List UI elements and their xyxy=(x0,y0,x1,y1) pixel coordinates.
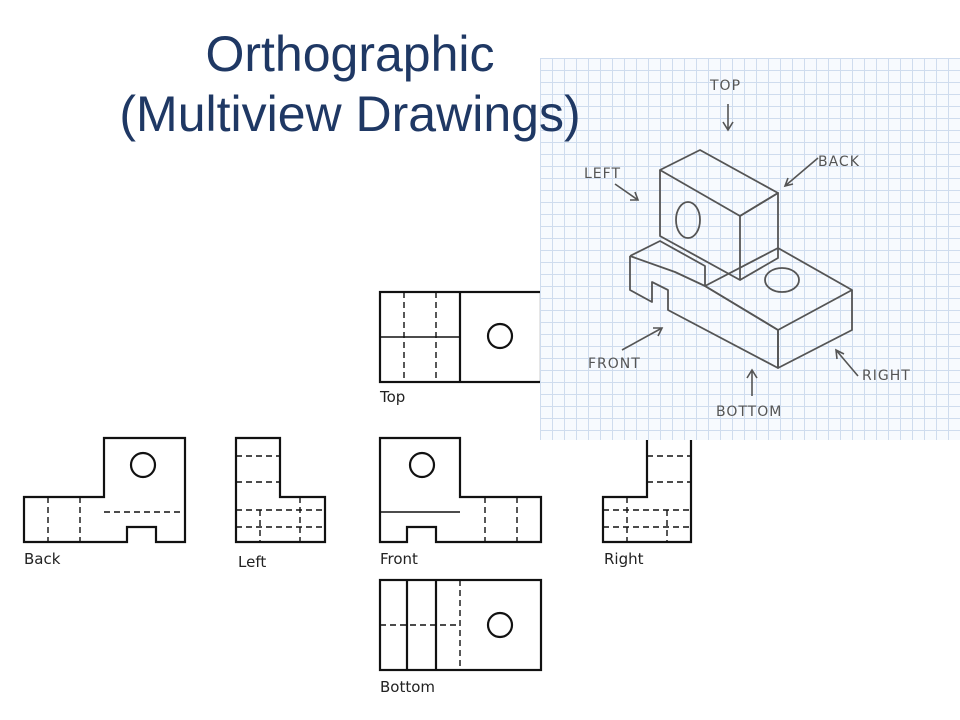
top-view: Top xyxy=(378,290,543,406)
isometric-sketch-drawing: TOP BACK LEFT FRONT RIGHT BOTTOM xyxy=(584,78,911,420)
left-view-outline xyxy=(234,436,327,544)
top-view-label: Top xyxy=(379,388,405,406)
right-view-label: Right xyxy=(604,550,644,568)
bottom-arrow xyxy=(746,368,758,396)
left-view-label: Left xyxy=(238,553,266,571)
title-line-1: Orthographic xyxy=(205,26,495,82)
upper-block-front xyxy=(659,170,741,281)
bottom-view-label: Bottom xyxy=(380,678,435,696)
upper-block-top xyxy=(659,149,779,217)
left-arrow xyxy=(614,183,640,201)
back-view: Back xyxy=(22,436,187,568)
back-view-label: Back xyxy=(24,550,61,568)
sketch-label-right: RIGHT xyxy=(862,368,911,384)
sketch-label-top: TOP xyxy=(709,78,741,94)
bottom-view: Bottom xyxy=(378,578,543,696)
back-arrow xyxy=(783,157,819,188)
front-arrow xyxy=(621,327,664,351)
right-view: Right xyxy=(601,436,693,568)
back-view-hole xyxy=(129,451,157,479)
left-step-top xyxy=(629,240,706,287)
right-block-top xyxy=(704,247,853,331)
right-arrow xyxy=(835,348,859,377)
isometric-sketch: TOP BACK LEFT FRONT RIGHT BOTTOM xyxy=(540,58,960,440)
left-view: Left xyxy=(234,436,327,571)
right-block-hole xyxy=(764,267,800,293)
front-view-label: Front xyxy=(380,550,418,568)
upper-block-hole xyxy=(675,201,701,239)
slide-title: Orthographic (Multiview Drawings) xyxy=(60,24,640,144)
front-view-outline xyxy=(378,436,543,544)
top-view-hole xyxy=(486,322,514,350)
front-view-hole xyxy=(408,451,436,479)
sketch-label-front: FRONT xyxy=(588,356,641,372)
sketch-label-back: BACK xyxy=(818,154,860,170)
sketch-label-bottom: BOTTOM xyxy=(716,404,782,420)
bottom-view-hole xyxy=(486,611,514,639)
sketch-label-left: LEFT xyxy=(584,166,621,182)
top-arrow xyxy=(722,104,734,132)
front-view: Front xyxy=(378,436,543,568)
title-line-2: (Multiview Drawings) xyxy=(119,86,581,142)
back-view-outline xyxy=(22,436,187,544)
